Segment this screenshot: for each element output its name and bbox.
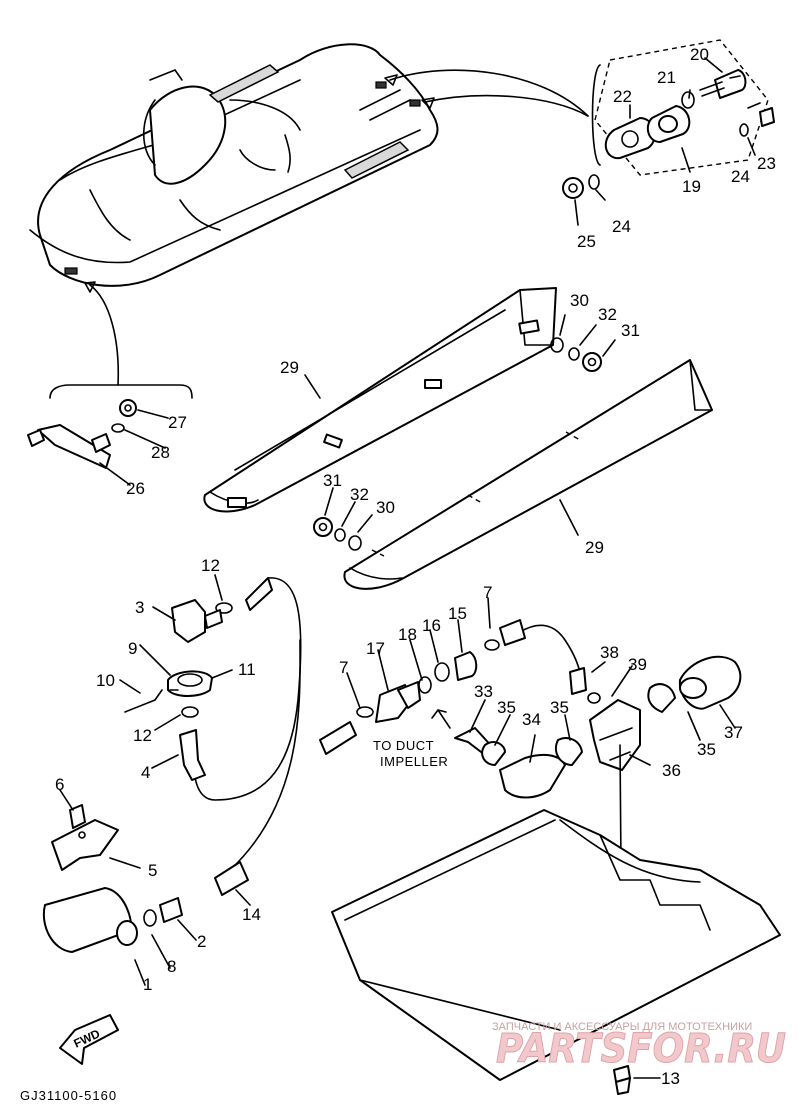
to-duct-label-line1: TO DUCT xyxy=(373,738,434,753)
bolt-13 xyxy=(613,1065,631,1095)
callout-18: 18 xyxy=(398,625,417,644)
callout-26: 26 xyxy=(126,479,145,498)
hose-assembly xyxy=(42,577,357,953)
callout-10: 10 xyxy=(96,671,115,690)
callout-24b: 24 xyxy=(612,217,631,236)
callout-5: 5 xyxy=(148,861,157,880)
callout-34: 34 xyxy=(522,710,541,729)
callout-39: 39 xyxy=(628,655,647,674)
callout-12a: 12 xyxy=(201,556,220,575)
fasteners-lower xyxy=(313,517,362,551)
group-bracket xyxy=(591,64,601,166)
callout-29a: 29 xyxy=(280,358,299,377)
callout-16: 16 xyxy=(422,616,441,635)
callout-32b: 32 xyxy=(350,485,369,504)
callout-29b: 29 xyxy=(585,538,604,557)
callout-38: 38 xyxy=(600,643,619,662)
callout-35c: 35 xyxy=(697,740,716,759)
watercraft-hull xyxy=(29,43,439,287)
callout-17: 17 xyxy=(366,639,385,658)
hull-liner-29-upper xyxy=(203,287,557,513)
watermark-brand: PARTSFOR.RU xyxy=(496,1026,786,1072)
callout-35a: 35 xyxy=(497,698,516,717)
diagram-code: GJ31100-5160 xyxy=(20,1088,117,1103)
callout-15: 15 xyxy=(448,604,467,623)
callout-19: 19 xyxy=(682,177,701,196)
watermark-tagline: ЗАПЧАСТИ И АКСЕССУАРЫ ДЛЯ МОТОТЕХНИКИ xyxy=(492,1021,752,1033)
callout-30a: 30 xyxy=(570,291,589,310)
callout-31a: 31 xyxy=(621,321,640,340)
group-19-outline xyxy=(594,39,769,176)
callout-24a: 24 xyxy=(731,167,750,186)
callout-labels: 20 21 22 23 24 19 24 25 30 32 31 29 27 2… xyxy=(55,45,776,1088)
callout-12b: 12 xyxy=(133,726,152,745)
callout-30b: 30 xyxy=(376,498,395,517)
callout-14: 14 xyxy=(242,905,261,924)
callout-13: 13 xyxy=(661,1069,680,1088)
callout-20: 20 xyxy=(690,45,709,64)
callout-9: 9 xyxy=(128,639,137,658)
callout-28: 28 xyxy=(151,443,170,462)
callout-37: 37 xyxy=(724,723,743,742)
fasteners-upper xyxy=(550,337,602,372)
callout-1: 1 xyxy=(143,975,152,994)
drain-fitting-26 xyxy=(27,399,137,469)
callout-11: 11 xyxy=(238,660,256,679)
leader-arrow xyxy=(389,69,589,117)
callout-25: 25 xyxy=(577,232,596,251)
hull-liner-29-lower xyxy=(343,359,713,590)
callout-8: 8 xyxy=(167,957,176,976)
callout-4: 4 xyxy=(141,763,150,782)
to-duct-label-line2: IMPELLER xyxy=(380,754,448,769)
callout-36: 36 xyxy=(662,761,681,780)
callout-3: 3 xyxy=(135,598,144,617)
fwd-arrow xyxy=(59,1014,119,1065)
leader-arrow-26 xyxy=(89,284,120,386)
callout-33: 33 xyxy=(474,682,493,701)
bracket-5 xyxy=(51,804,119,871)
hose-fittings-center xyxy=(356,619,581,756)
leader-arrow xyxy=(424,94,589,117)
callout-2: 2 xyxy=(197,932,206,951)
callout-32a: 32 xyxy=(598,305,617,324)
hull-floor xyxy=(331,809,781,1081)
callout-21: 21 xyxy=(657,68,676,87)
callout-7a: 7 xyxy=(339,658,348,677)
callout-35b: 35 xyxy=(550,698,569,717)
group-bracket-26 xyxy=(49,384,193,399)
callout-31b: 31 xyxy=(323,471,342,490)
elbow-joints-right xyxy=(481,655,742,799)
callout-22: 22 xyxy=(613,87,632,106)
callout-23: 23 xyxy=(757,154,776,173)
callout-6: 6 xyxy=(55,775,64,794)
callout-7b: 7 xyxy=(483,583,492,602)
callout-27: 27 xyxy=(168,413,187,432)
